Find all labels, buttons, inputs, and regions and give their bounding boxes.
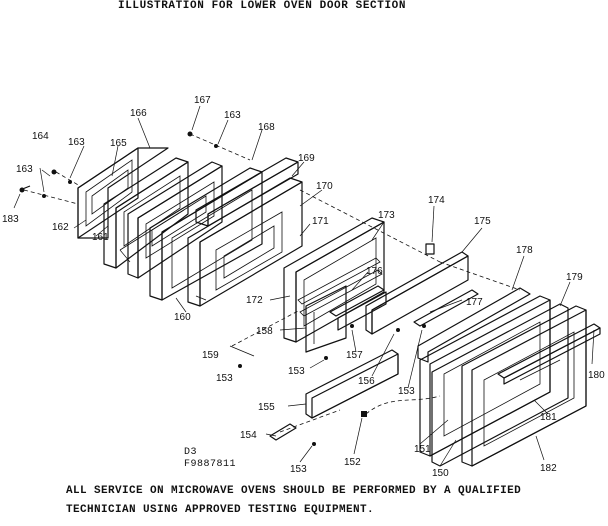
callout-176: 176 bbox=[366, 266, 383, 277]
panel-177 bbox=[413, 289, 479, 327]
handle-180 bbox=[497, 323, 601, 385]
callout-160: 160 bbox=[174, 312, 191, 323]
callout-164: 164 bbox=[32, 131, 49, 142]
inner-panel-161 bbox=[103, 157, 189, 269]
callout-170: 170 bbox=[316, 181, 333, 192]
callout-153-right: 153 bbox=[398, 386, 415, 397]
outer-door-182 bbox=[461, 305, 587, 467]
callout-174: 174 bbox=[428, 195, 445, 206]
callout-171: 171 bbox=[312, 216, 329, 227]
screw-153-d bbox=[312, 442, 316, 446]
hinge-154 bbox=[269, 423, 297, 441]
screw-156 bbox=[396, 328, 400, 332]
callout-150: 150 bbox=[432, 468, 449, 479]
gasket-173 bbox=[297, 257, 383, 317]
callout-161: 161 bbox=[92, 232, 109, 243]
callout-163-mid: 163 bbox=[68, 137, 85, 148]
callout-183: 183 bbox=[2, 214, 19, 225]
callout-167: 167 bbox=[194, 95, 211, 106]
callout-168: 168 bbox=[258, 122, 275, 133]
drawing-code-line2: F9887811 bbox=[184, 459, 237, 470]
inner-panel-165 bbox=[77, 147, 169, 239]
screw-183 bbox=[19, 185, 31, 193]
callout-180: 180 bbox=[588, 370, 605, 381]
clip-174 bbox=[425, 243, 435, 255]
washer-163-left bbox=[42, 194, 46, 198]
outer-glass-179 bbox=[419, 295, 551, 457]
callout-173: 173 bbox=[378, 210, 395, 221]
diagram-title: ILLUSTRATION FOR LOWER OVEN DOOR SECTION bbox=[118, 0, 407, 12]
clip-152 bbox=[361, 411, 367, 417]
callout-155: 155 bbox=[258, 402, 275, 413]
callout-175: 175 bbox=[474, 216, 491, 227]
callout-158: 158 bbox=[256, 326, 273, 337]
callout-157: 157 bbox=[346, 350, 363, 361]
screw-153-c bbox=[422, 324, 426, 328]
screw-164 bbox=[51, 169, 57, 175]
callout-181: 181 bbox=[540, 412, 557, 423]
callout-154: 154 bbox=[240, 430, 257, 441]
callout-179: 179 bbox=[566, 272, 583, 283]
callout-153-bottom: 153 bbox=[290, 464, 307, 475]
bracket-176 bbox=[329, 285, 387, 331]
service-notice-line2: TECHNICIAN USING APPROVED TESTING EQUIPM… bbox=[66, 504, 375, 516]
callout-162: 162 bbox=[52, 222, 69, 233]
callout-152: 152 bbox=[344, 457, 361, 468]
door-liner-172 bbox=[283, 217, 385, 343]
washer-163-top bbox=[214, 144, 218, 148]
callout-151: 151 bbox=[414, 444, 431, 455]
callout-156: 156 bbox=[358, 376, 375, 387]
callout-169: 169 bbox=[298, 153, 315, 164]
callout-153-left: 153 bbox=[216, 373, 233, 384]
glass-178 bbox=[417, 287, 531, 363]
service-notice-line1: ALL SERVICE ON MICROWAVE OVENS SHOULD BE… bbox=[66, 485, 522, 497]
callout-177: 177 bbox=[466, 297, 483, 308]
hinge-158 bbox=[305, 285, 347, 353]
trim-155 bbox=[305, 349, 399, 419]
callout-163-left: 163 bbox=[16, 164, 33, 175]
insulation-169 bbox=[195, 157, 299, 227]
screw-153-b bbox=[324, 356, 328, 360]
callout-159: 159 bbox=[202, 350, 219, 361]
callout-153-mid: 153 bbox=[288, 366, 305, 377]
window-pack-170 bbox=[187, 177, 303, 307]
callout-166: 166 bbox=[130, 108, 147, 119]
door-frame-160 bbox=[149, 167, 263, 301]
callout-182: 182 bbox=[540, 463, 557, 474]
screw-157 bbox=[350, 324, 354, 328]
callout-178: 178 bbox=[516, 245, 533, 256]
service-notice: ALL SERVICE ON MICROWAVE OVENS SHOULD BE… bbox=[66, 482, 521, 520]
callout-165: 165 bbox=[110, 138, 127, 149]
frame-150 bbox=[431, 303, 569, 467]
drawing-code-line1: D3 bbox=[184, 447, 198, 458]
screw-153-a bbox=[238, 364, 242, 368]
callout-172: 172 bbox=[246, 295, 263, 306]
inner-panel-162 bbox=[127, 161, 223, 279]
drawing-codes: D3 F9887811 bbox=[184, 447, 236, 471]
callout-163-top: 163 bbox=[224, 110, 241, 121]
